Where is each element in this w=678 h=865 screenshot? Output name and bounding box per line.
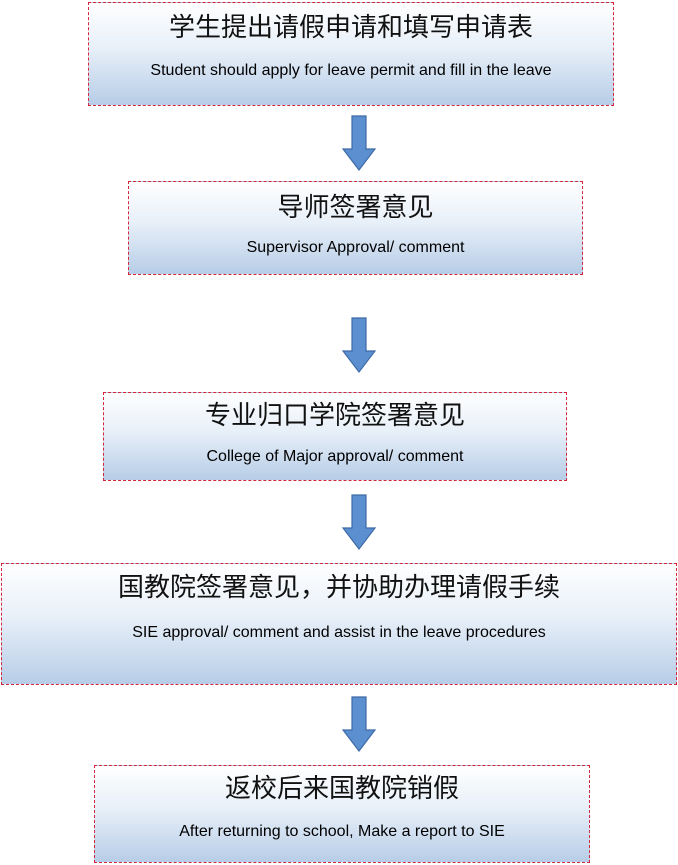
step-title-zh: 国教院签署意见，并协助办理请假手续: [117, 573, 560, 603]
step-title-zh: 导师签署意见: [277, 193, 434, 223]
arrow-down-icon: [342, 115, 376, 171]
step-title-en: SIE approval/ comment and assist in the …: [132, 624, 546, 641]
flow-step-sie: 国教院签署意见，并协助办理请假手续 SIE approval/ comment …: [1, 563, 677, 685]
flow-step-college: 专业归口学院签署意见 College of Major approval/ co…: [103, 392, 567, 481]
step-title-en: Student should apply for leave permit an…: [150, 62, 552, 79]
arrow-down-icon: [342, 696, 376, 752]
step-title-zh: 专业归口学院签署意见: [204, 401, 465, 431]
step-title-en: After returning to school, Make a report…: [179, 823, 505, 840]
step-title-en: College of Major approval/ comment: [206, 448, 464, 465]
step-title-en: Supervisor Approval/ comment: [246, 239, 465, 256]
flow-step-supervisor: 导师签署意见 Supervisor Approval/ comment: [128, 181, 583, 275]
step-title-zh: 学生提出请假申请和填写申请表: [168, 13, 533, 43]
arrow-down-icon: [342, 494, 376, 550]
flow-step-return: 返校后来国教院销假 After returning to school, Mak…: [94, 765, 590, 863]
flow-step-apply: 学生提出请假申请和填写申请表 Student should apply for …: [88, 2, 614, 106]
step-title-zh: 返校后来国教院销假: [224, 774, 459, 804]
arrow-down-icon: [342, 317, 376, 373]
